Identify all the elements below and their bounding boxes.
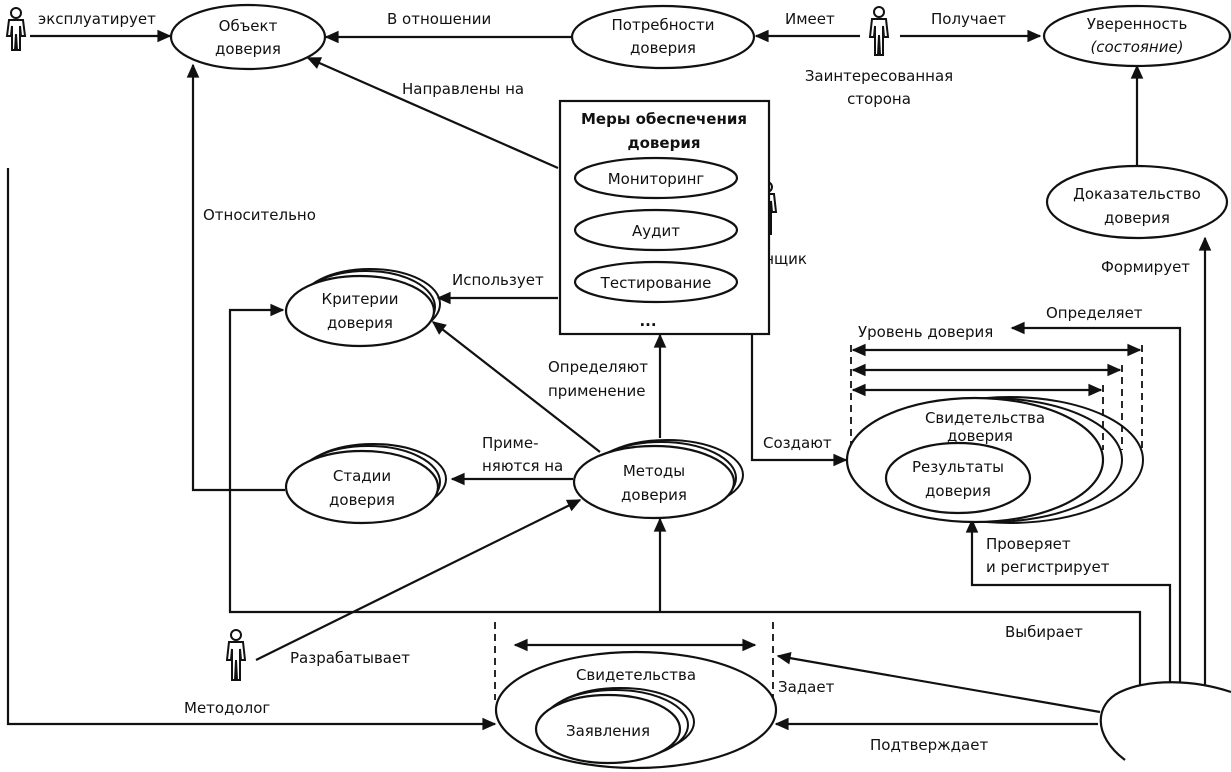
node-confidence: Уверенность (состояние): [1042, 4, 1231, 68]
stages-line1: Стадии: [333, 467, 391, 485]
node-trust-stages: Стадии доверия: [284, 443, 447, 525]
measures-title-line1: Меры обеспечения: [581, 110, 747, 128]
edge-relative-to: [186, 63, 285, 492]
evidence-label: Свидетельства: [576, 666, 696, 684]
node-evidence: Свидетельства Заявления: [494, 650, 778, 770]
edge-label-create: Создают: [763, 434, 832, 452]
edge-label-applied-to-2: няются на: [482, 457, 563, 475]
person-icon: [225, 629, 247, 681]
confidence-line1: Уверенность: [1087, 15, 1188, 33]
edge-label-directed-at: Направлены на: [402, 80, 524, 98]
confidence-line2: (состояние): [1090, 38, 1183, 56]
actor-stakeholder: [868, 6, 890, 56]
evidence-bracket: [494, 622, 774, 700]
methodologist-label: Методолог: [184, 699, 270, 717]
edge-label-define-application-2: применение: [548, 382, 645, 400]
edge-label-selects: Выбирает: [1005, 623, 1083, 641]
node-trust-needs: Потребности доверия: [570, 4, 756, 70]
node-trust-object: Объект доверия: [169, 3, 327, 71]
edge-label-receives: Получает: [931, 10, 1006, 28]
edge-label-applied-to-1: Приме-: [482, 434, 539, 452]
edge-label-define-application-1: Определяют: [548, 358, 648, 376]
measures-title-line2: доверия: [628, 134, 701, 152]
edge-verifies: [965, 518, 1172, 690]
node-trust-results: Результаты доверия: [884, 441, 1032, 515]
trust-object-line2: доверия: [215, 40, 281, 58]
edge-label-defines: Определяет: [1046, 304, 1143, 322]
node-bottom-right-oval: [1099, 681, 1231, 761]
node-claims: Заявления: [534, 687, 695, 765]
person-icon: [868, 6, 890, 56]
methods-line2: доверия: [621, 486, 687, 504]
edge-label-verifies-2: и регистрирует: [986, 558, 1110, 576]
node-trust-measures: Меры обеспечения доверия Мониторинг Ауди…: [558, 99, 771, 336]
edge-develops: [255, 499, 582, 661]
edge-label-develops: Разрабатывает: [290, 649, 410, 667]
measure-audit-label: Аудит: [632, 222, 680, 240]
edge-sets: [776, 651, 1101, 714]
measure-monitoring-label: Мониторинг: [608, 170, 705, 188]
measures-ellipsis: ...: [639, 312, 656, 330]
trust-level-indicator: Уровень доверия: [850, 323, 1143, 450]
trust-evidence-line2: доверия: [947, 427, 1013, 445]
methods-line1: Методы: [623, 462, 685, 480]
edge-label-uses: Использует: [452, 271, 544, 289]
edge-label-sets: Задает: [778, 678, 835, 696]
trust-object-line1: Объект: [219, 17, 278, 35]
trust-proof-line1: Доказательство: [1073, 185, 1201, 203]
trust-results-line2: доверия: [925, 482, 991, 500]
edge-defines: [1010, 321, 1182, 690]
criteria-line1: Критерии: [322, 290, 399, 308]
edge-label-has: Имеет: [785, 10, 835, 28]
trust-needs-line2: доверия: [630, 39, 696, 57]
measure-testing-label: Тестирование: [600, 274, 712, 292]
actor-exploiter: [5, 7, 27, 51]
actor-methodologist: [225, 629, 247, 681]
edge-label-relative-to: Относительно: [203, 206, 316, 224]
edge-selects-criteria: [228, 303, 1142, 690]
edge-methods-to-criteria: [431, 321, 601, 453]
edge-directed-at: [306, 56, 559, 170]
stakeholder-label-line1: Заинтересованная: [805, 67, 953, 85]
criteria-line2: доверия: [327, 314, 393, 332]
edge-label-confirms: Подтверждает: [870, 736, 988, 754]
edge-label-forms: Формирует: [1101, 258, 1190, 276]
edge-left-to-evidence: [6, 168, 497, 731]
edge-create: [750, 335, 848, 467]
trust-results-line1: Результаты: [912, 458, 1004, 476]
measure-testing: Тестирование: [573, 260, 739, 304]
node-trust-proof: Доказательство доверия: [1045, 164, 1229, 240]
stakeholder-label-line2: сторона: [847, 90, 911, 108]
measure-audit: Аудит: [573, 208, 739, 252]
node-trust-evidence: Свидетельства доверия Результаты доверия: [845, 396, 1144, 524]
stages-line2: доверия: [329, 491, 395, 509]
trust-needs-line1: Потребности: [612, 16, 715, 34]
edge-label-exploits: эксплуатирует: [38, 10, 156, 28]
edge-label-regarding: В отношении: [387, 10, 491, 28]
trust-level-label: Уровень доверия: [858, 323, 993, 341]
node-trust-criteria: Критерии доверия: [284, 268, 441, 348]
node-trust-methods: Методы доверия: [572, 439, 744, 520]
claims-label: Заявления: [566, 722, 650, 740]
person-icon: [5, 7, 27, 51]
measure-monitoring: Мониторинг: [573, 156, 739, 200]
trust-proof-line2: доверия: [1104, 209, 1170, 227]
trust-evidence-line1: Свидетельства: [925, 409, 1045, 427]
edge-label-verifies-1: Проверяет: [986, 535, 1071, 553]
